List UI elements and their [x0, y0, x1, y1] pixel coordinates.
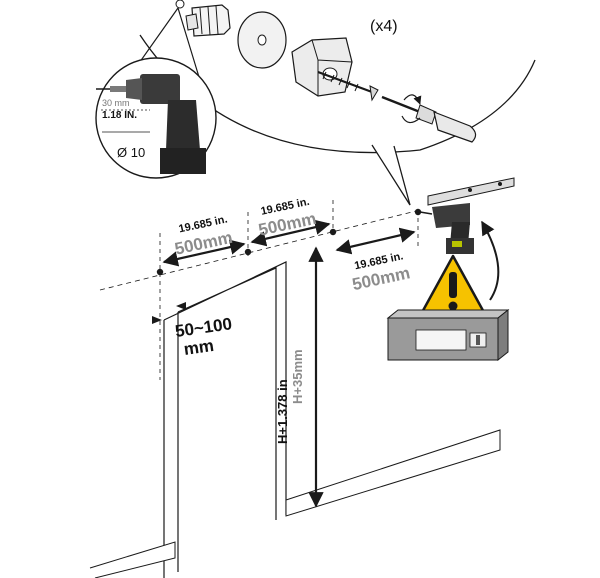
height-inches: H+1.378 in — [275, 379, 290, 444]
height-mm: H+35mm — [290, 349, 305, 404]
bracket-block-icon — [291, 37, 353, 97]
mark-point — [156, 268, 164, 276]
wall-layout: 19.685 in. 500mm 19.685 in. 500mm 19.685… — [89, 196, 501, 578]
rail-icon — [427, 177, 515, 206]
hardware-callout: (x4) — [139, 4, 536, 206]
gap-marker — [152, 316, 162, 324]
drill-icon — [419, 203, 474, 254]
rail-assembly — [386, 177, 515, 362]
callout-pointer — [371, 144, 411, 206]
screwdriver-icon — [381, 94, 477, 143]
dim-arrow-right — [335, 227, 416, 255]
washer-icon — [237, 11, 287, 69]
wall-plug-icon — [185, 4, 231, 37]
drill-icon — [96, 74, 206, 174]
warning-icon — [418, 254, 488, 318]
baseboard-right — [285, 429, 501, 517]
dim-arrow-middle — [250, 219, 331, 247]
mark-point — [414, 208, 422, 216]
drill-depth-mm: 30 mm — [102, 98, 130, 108]
spirit-level-icon — [386, 308, 510, 362]
drill-diameter: Ø 10 — [117, 145, 145, 160]
drill-inset: 30 mm 1.18 IN. Ø 10 — [95, 0, 217, 179]
drill-depth-in: 1.18 IN. — [102, 110, 137, 121]
baseboard-left — [89, 541, 176, 578]
door-frame — [163, 261, 287, 578]
screw-icon — [317, 70, 379, 102]
mark-point — [244, 248, 252, 256]
dim-arrow-left — [162, 239, 246, 267]
frame-gap-unit: mm — [183, 336, 216, 359]
quantity-label: (x4) — [370, 18, 398, 35]
gap-marker — [176, 302, 186, 310]
mark-point — [329, 228, 337, 236]
curved-arrow — [481, 220, 500, 301]
